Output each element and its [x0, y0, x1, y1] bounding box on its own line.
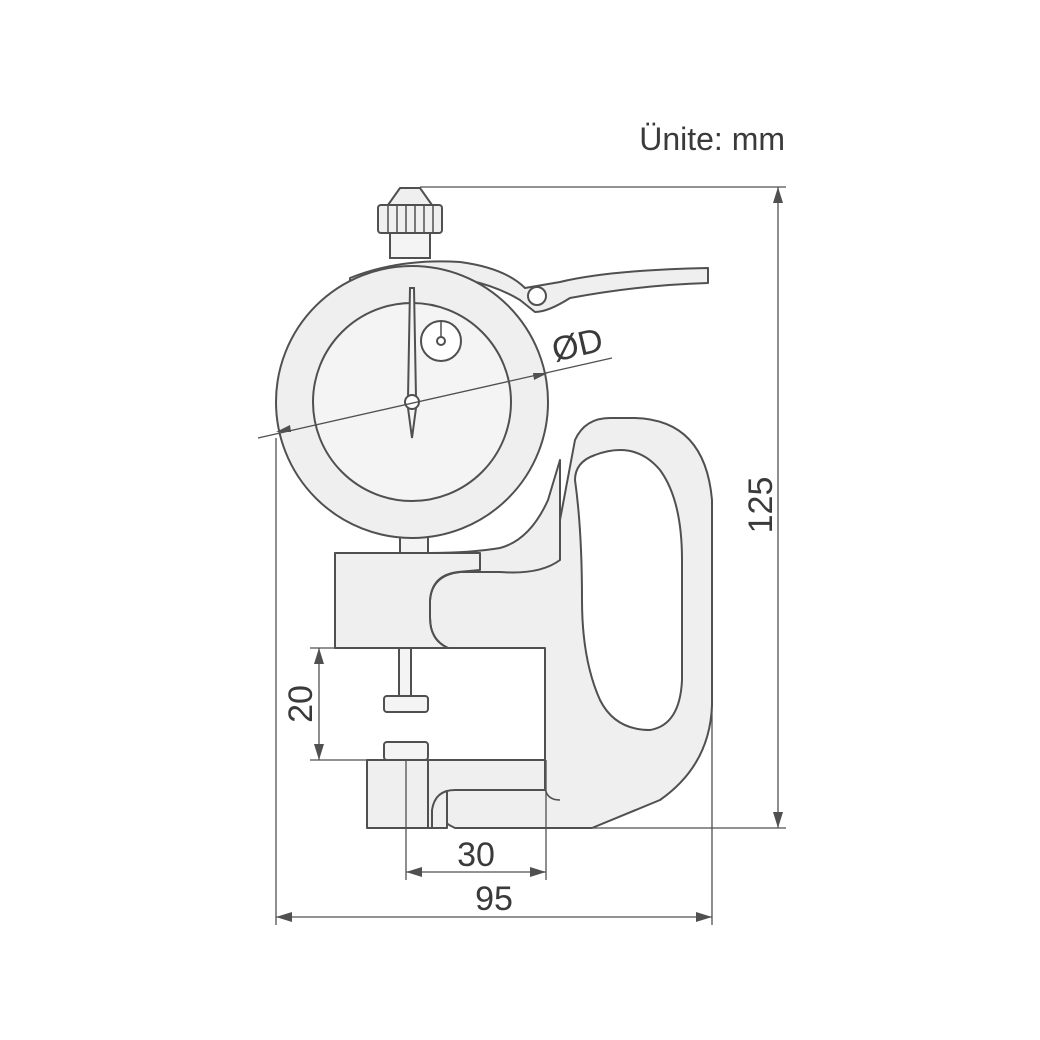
lever-pivot-icon	[527, 286, 547, 306]
unit-label: Ünite: mm	[639, 121, 785, 157]
spindle	[398, 647, 412, 697]
dimension-height: 125	[420, 186, 786, 829]
range-label: 20	[282, 685, 320, 723]
dimension-width: 95	[275, 438, 713, 925]
dimension-throat-depth: 30	[405, 760, 547, 880]
top-knob	[377, 187, 443, 259]
dimension-range: 20	[282, 647, 400, 761]
main-pointer	[406, 287, 418, 399]
throat-depth-label: 30	[457, 836, 495, 874]
gauge-head-block	[334, 459, 561, 649]
width-label: 95	[475, 880, 513, 918]
dial-indicator	[275, 265, 549, 539]
gauge-frame	[427, 417, 713, 829]
upper-contact-point	[383, 695, 429, 713]
diameter-label: ØD	[548, 321, 606, 369]
lower-contact-point	[383, 741, 429, 761]
height-label: 125	[742, 477, 780, 534]
